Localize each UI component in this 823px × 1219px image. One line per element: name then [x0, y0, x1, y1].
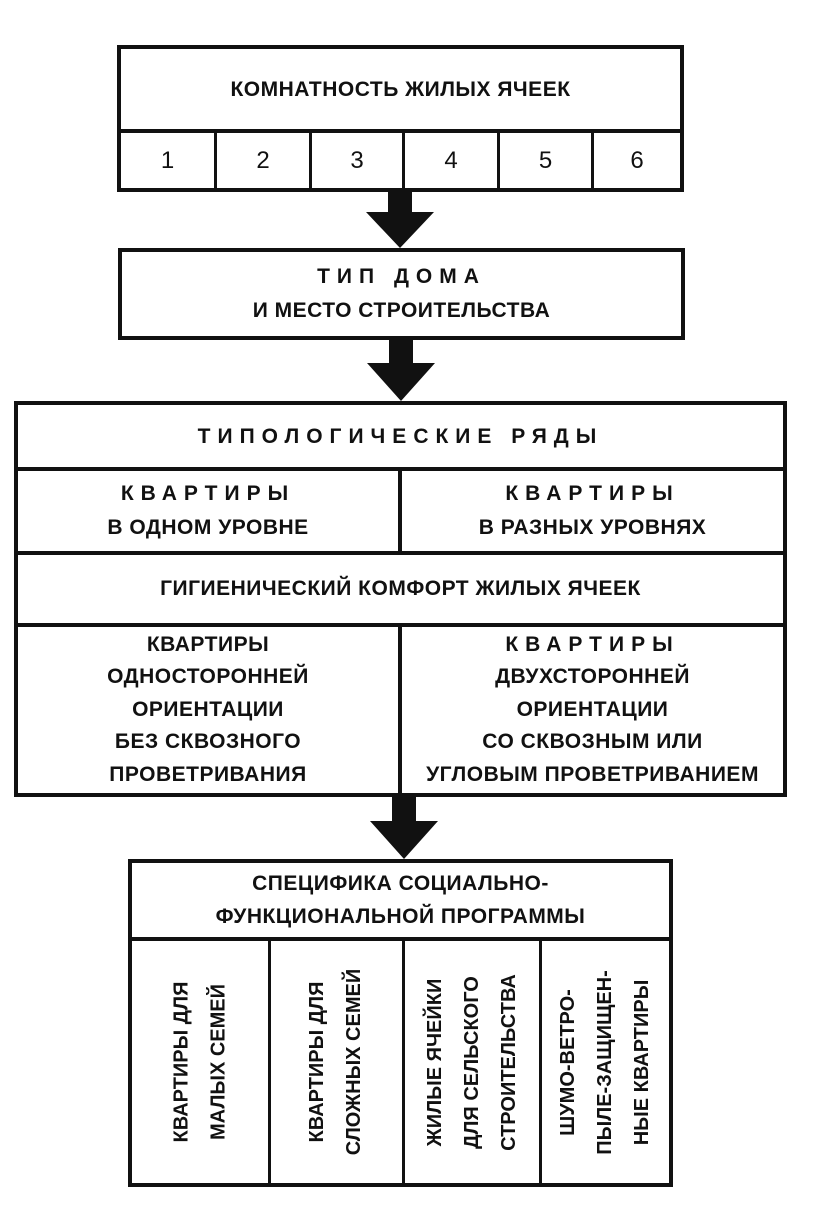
down-arrow-icon	[370, 795, 438, 859]
typological-title: ТИПОЛОГИЧЕСКИЕ РЯДЫ	[197, 425, 604, 448]
comfort-title: ГИГИЕНИЧЕСКИЙ КОМФОРТ ЖИЛЫХ ЯЧЕЕК	[160, 577, 641, 600]
comfort-left-line5: ПРОВЕТРИВАНИЯ	[109, 762, 307, 786]
comfort-right-line4: СО СКВОЗНЫМ ИЛИ	[482, 730, 703, 754]
levels-one-line1: КВАРТИРЫ	[120, 482, 296, 506]
room-count-box: КОМНАТНОСТЬ ЖИЛЫХ ЯЧЕЕК 1 2 3 4 5 6	[117, 45, 684, 192]
levels-multi-line2: В РАЗНЫХ УРОВНЯХ	[478, 516, 707, 539]
levels-multi-line1: КВАРТИРЫ	[505, 482, 680, 506]
program-column-rural: ЖИЛЫЕ ЯЧЕЙКИ ДЛЯ СЕЛЬСКОГО СТРОИТЕЛЬСТВА	[405, 941, 539, 1183]
comfort-left-line1: КВАРТИРЫ	[146, 632, 270, 656]
house-type-label: ТИП ДОМА И МЕСТО СТРОИТЕЛЬСТВА	[122, 252, 681, 336]
program-col3-line1: ЖИЛЫЕ ЯЧЕЙКИ	[423, 978, 446, 1146]
program-column-complex-families: КВАРТИРЫ ДЛЯ СЛОЖНЫХ СЕМЕЙ	[271, 941, 402, 1183]
comfort-right-line5: УГЛОВЫМ ПРОВЕТРИВАНИЕМ	[426, 762, 759, 786]
house-type-line2: И МЕСТО СТРОИТЕЛЬСТВА	[252, 299, 551, 322]
program-col1-line1: КВАРТИРЫ ДЛЯ	[170, 981, 192, 1143]
program-col4-line3: НЫЕ КВАРТИРЫ	[631, 979, 654, 1145]
comfort-right-line3: ОРИЕНТАЦИИ	[516, 697, 669, 721]
room-count-6: 6	[630, 146, 644, 174]
program-title-line1: СПЕЦИФИКА СОЦИАЛЬНО-	[252, 872, 549, 896]
typological-box: ТИПОЛОГИЧЕСКИЕ РЯДЫ КВАРТИРЫ В ОДНОМ УРО…	[14, 401, 787, 797]
program-title: СПЕЦИФИКА СОЦИАЛЬНО- ФУНКЦИОНАЛЬНОЙ ПРОГ…	[132, 863, 669, 939]
comfort-left-line2: ОДНОСТОРОННЕЙ	[107, 665, 309, 689]
comfort-two-sided: КВАРТИРЫ ДВУХСТОРОННЕЙ ОРИЕНТАЦИИ СО СКВ…	[402, 627, 783, 793]
levels-one-line2: В ОДНОМ УРОВНЕ	[107, 516, 309, 539]
program-column-small-families: КВАРТИРЫ ДЛЯ МАЛЫХ СЕМЕЙ	[132, 941, 268, 1183]
house-type-line1: ТИП ДОМА	[317, 265, 486, 289]
room-count-4: 4	[444, 146, 458, 174]
program-col1-line2: МАЛЫХ СЕМЕЙ	[207, 984, 229, 1141]
program-col2-line2: СЛОЖНЫХ СЕМЕЙ	[343, 968, 366, 1156]
comfort-right-line2: ДВУХСТОРОННЕЙ	[495, 665, 690, 689]
levels-multi: КВАРТИРЫ В РАЗНЫХ УРОВНЯХ	[402, 471, 783, 551]
program-column-protected: ШУМО-ВЕТРО- ПЫЛЕ-ЗАЩИЩЕН- НЫЕ КВАРТИРЫ	[542, 941, 669, 1183]
program-title-line2: ФУНКЦИОНАЛЬНОЙ ПРОГРАММЫ	[215, 905, 586, 928]
room-count-3: 3	[350, 146, 364, 174]
down-arrow-icon	[367, 339, 435, 401]
program-col3-line2: ДЛЯ СЕЛЬСКОГО	[460, 975, 483, 1149]
room-count-1: 1	[160, 146, 175, 174]
program-col2-line1: КВАРТИРЫ ДЛЯ	[306, 981, 329, 1143]
comfort-one-sided: КВАРТИРЫ ОДНОСТОРОННЕЙ ОРИЕНТАЦИИ БЕЗ СК…	[18, 627, 398, 793]
program-col4-line2: ПЫЛЕ-ЗАЩИЩЕН-	[594, 969, 617, 1155]
down-arrow-icon	[366, 190, 434, 248]
levels-one: КВАРТИРЫ В ОДНОМ УРОВНЕ	[18, 471, 398, 551]
program-col3-line3: СТРОИТЕЛЬСТВА	[497, 973, 520, 1151]
program-col4-line1: ШУМО-ВЕТРО-	[557, 988, 580, 1136]
room-count-2: 2	[256, 146, 270, 174]
room-count-5: 5	[538, 146, 553, 174]
comfort-left-line3: ОРИЕНТАЦИИ	[132, 697, 284, 721]
comfort-right-line1: КВАРТИРЫ	[505, 632, 680, 656]
program-box: СПЕЦИФИКА СОЦИАЛЬНО- ФУНКЦИОНАЛЬНОЙ ПРОГ…	[128, 859, 673, 1187]
comfort-left-line4: БЕЗ СКВОЗНОГО	[114, 730, 302, 754]
room-count-title: КОМНАТНОСТЬ ЖИЛЫХ ЯЧЕЕК	[230, 78, 571, 101]
house-type-box: ТИП ДОМА И МЕСТО СТРОИТЕЛЬСТВА	[118, 248, 685, 340]
